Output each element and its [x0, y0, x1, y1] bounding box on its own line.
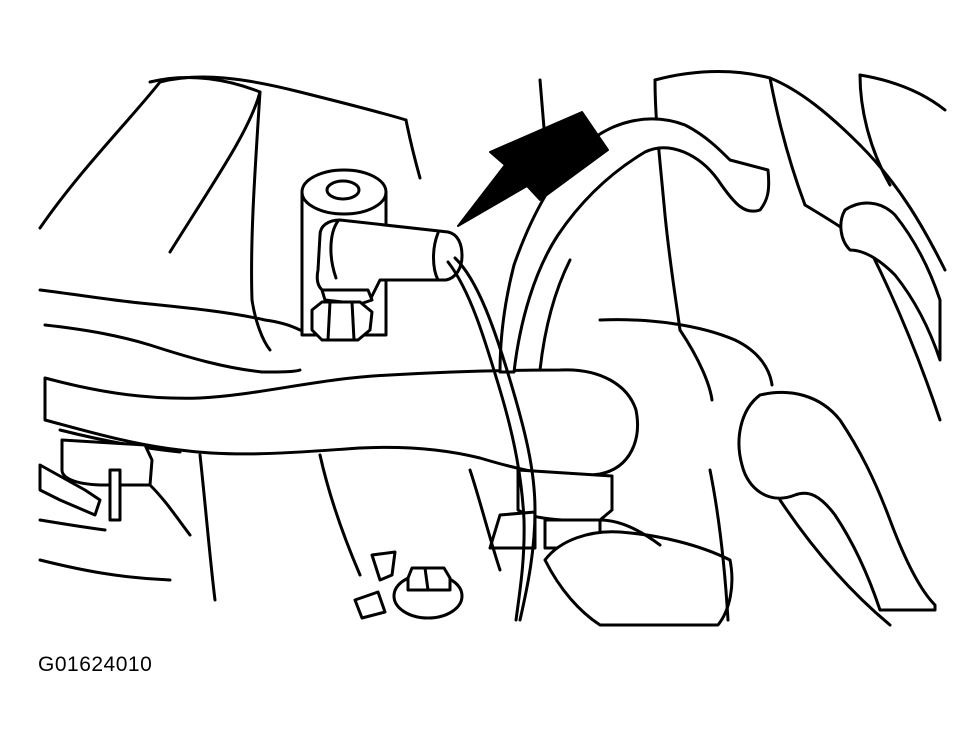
right-lower-structure: [598, 318, 892, 627]
callout-arrow-icon: [457, 111, 609, 227]
sensor-wires: [446, 256, 537, 622]
figure-code: G01624010: [38, 653, 153, 676]
lower-bolt-assembly: [353, 550, 464, 620]
background-engine-outline: [38, 70, 947, 422]
radiator-hose: [737, 201, 942, 612]
sensor-connector: [310, 218, 464, 342]
hose-fitting: [468, 468, 734, 627]
vacuum-hose: [498, 117, 771, 374]
lower-left-bracket: [38, 438, 362, 602]
upper-cross-beam: [38, 288, 302, 374]
